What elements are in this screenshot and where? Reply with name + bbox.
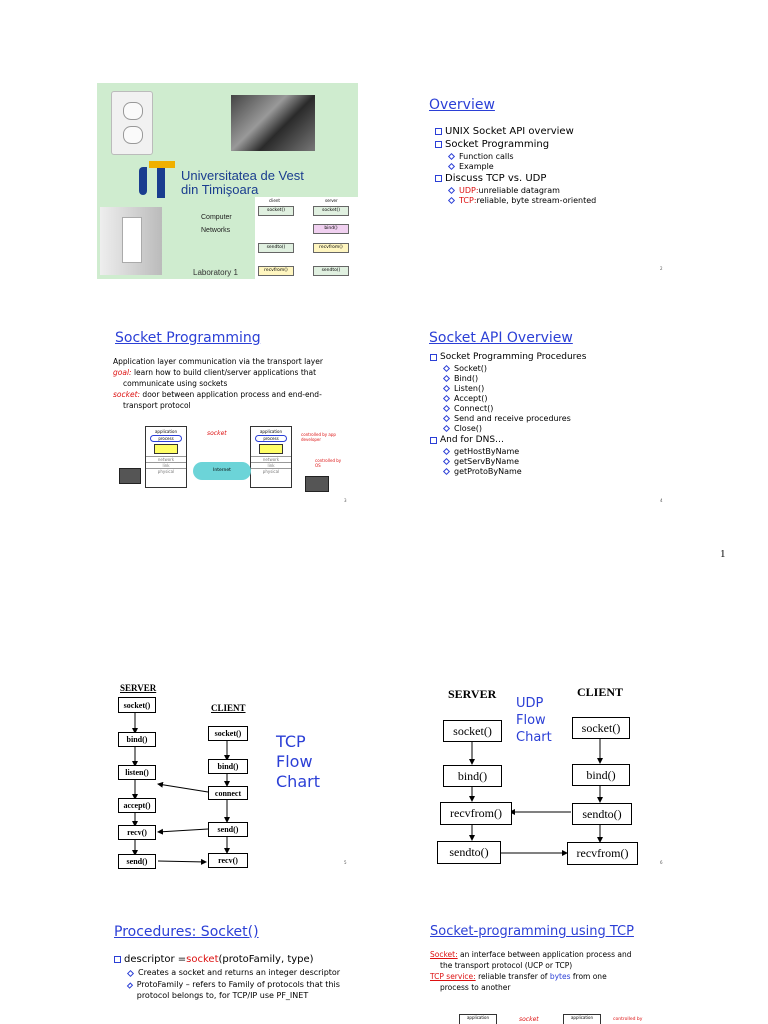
overview-subitem: UDP: unreliable datagram [447,186,675,195]
slide-number: 3 [344,498,347,503]
proc-item: Socket() [442,364,670,373]
udp-server-box: bind() [443,765,502,787]
socket-tcp-title: Socket-programming using TCP [430,924,634,939]
proc-item: Accept() [442,394,670,403]
udp-server-box: sendto() [437,841,501,864]
overview-list: UNIX Socket API overview Socket Programm… [435,124,675,206]
udp-chart: SERVER CLIENT UDP Flow Chart socket() bi… [430,680,670,870]
socket-programming-text: Application layer communication via the … [113,357,323,410]
overview-title: Overview [429,97,495,113]
lab-label: Laboratory 1 [193,268,238,277]
tcp-client-label: CLIENT [211,703,246,713]
tcp-client-box: connect [208,786,248,800]
udp-arrows [469,738,603,856]
tcp-server-box: socket() [118,697,156,713]
socket-tcp-diagram: application socket application controlle… [455,1012,685,1024]
dns-item: getServByName [442,457,670,466]
procedures-socket-body: descriptor = socket(protoFamily, type) C… [114,952,354,1002]
internet-cloud: Internet [193,462,251,480]
tcp-client-box: recv() [208,853,248,868]
tcp-arrows [132,712,230,865]
procedures-heading: Socket Programming Procedures [430,352,670,362]
overview-subitem: TCP: reliable, byte stream-oriented [447,196,675,205]
course-name: Computer Networks [201,214,232,234]
tcp-chart: SERVER CLIENT socket() bind() listen() a… [100,680,350,875]
host-left: application [459,1014,497,1024]
socket-label: socket [519,1016,539,1023]
udp-client-box: sendto() [572,803,632,825]
slide-number: 5 [344,860,347,865]
udp-client-box: recvfrom() [567,842,638,865]
socket-programming-title: Socket Programming [115,330,261,346]
udp-client-box: bind() [572,764,630,786]
overview-item: UNIX Socket API overview [435,126,675,137]
mini-flow-chart: client server socket() socket() bind() s… [255,197,358,279]
os-label: controlled by OS [315,458,342,468]
udp-server-box: socket() [443,720,502,742]
socket-bullet: Creates a socket and returns an integer … [126,967,354,978]
proc-item: Close() [442,424,670,433]
university-name: Universitatea de Vest din Timişoara [181,168,304,197]
tcp-server-box: listen() [118,765,156,780]
tcp-chart-title: TCP Flow Chart [276,732,320,791]
udp-server-label: SERVER [448,687,497,701]
socket-api-list: Socket Programming Procedures Socket() B… [430,350,670,477]
proc-item: Connect() [442,404,670,413]
tcp-server-box: bind() [118,732,156,747]
overview-subitem: Example [447,162,675,171]
power-outlet-image [111,91,153,155]
proc-item: Send and receive procedures [442,414,670,423]
computer-right-icon [305,476,329,492]
socket-diagram: application process network link physica… [115,424,345,494]
overview-item: Discuss TCP vs. UDP [435,173,675,184]
page-number: 1 [720,548,726,560]
computer-left-icon [119,468,141,484]
socket-label: socket [207,430,227,437]
tcp-client-box: socket() [208,726,248,741]
dns-item: getHostByName [442,447,670,456]
proc-item: Listen() [442,384,670,393]
tcp-client-box: send() [208,822,248,837]
udp-client-label: CLIENT [577,685,624,699]
descriptor-line: descriptor = socket(protoFamily, type) [114,954,354,965]
dns-heading: And for DNS… [430,435,670,445]
tcp-server-box: send() [118,854,156,869]
slide-number: 6 [660,860,663,865]
tcp-client-box: bind() [208,759,248,774]
udp-client-box: socket() [572,717,630,739]
slide-number: 2 [660,266,663,271]
socket-tcp-body: Socket: an interface between application… [430,950,632,992]
udp-server-box: recvfrom() [440,802,512,825]
controlled-label: controlled by [613,1017,643,1022]
overview-subitem: Function calls [447,152,675,161]
udp-chart-title: UDP Flow Chart [516,696,552,745]
dns-item: getProtoByName [442,467,670,476]
host-right: application [563,1014,601,1024]
slide-number: 4 [660,498,663,503]
socket-bullet: ProtoFamily – refers to Family of protoc… [126,979,354,1001]
open-door-image [100,207,162,275]
host-right: application process network link physica… [250,426,292,488]
university-logo [139,161,175,201]
socket-api-title: Socket API Overview [429,330,573,346]
host-left: application process network link physica… [145,426,187,488]
tcp-server-box: recv() [118,825,156,840]
slide-title-image: Universitatea de Vest din Timişoara Comp… [97,83,358,279]
proc-item: Bind() [442,374,670,383]
app-dev-label: controlled by app developer [301,432,336,442]
tcp-server-box: accept() [118,798,156,813]
network-cables-image [231,95,315,151]
overview-item: Socket Programming [435,139,675,150]
procedures-socket-title: Procedures: Socket() [114,924,259,940]
tcp-server-label: SERVER [120,683,157,693]
